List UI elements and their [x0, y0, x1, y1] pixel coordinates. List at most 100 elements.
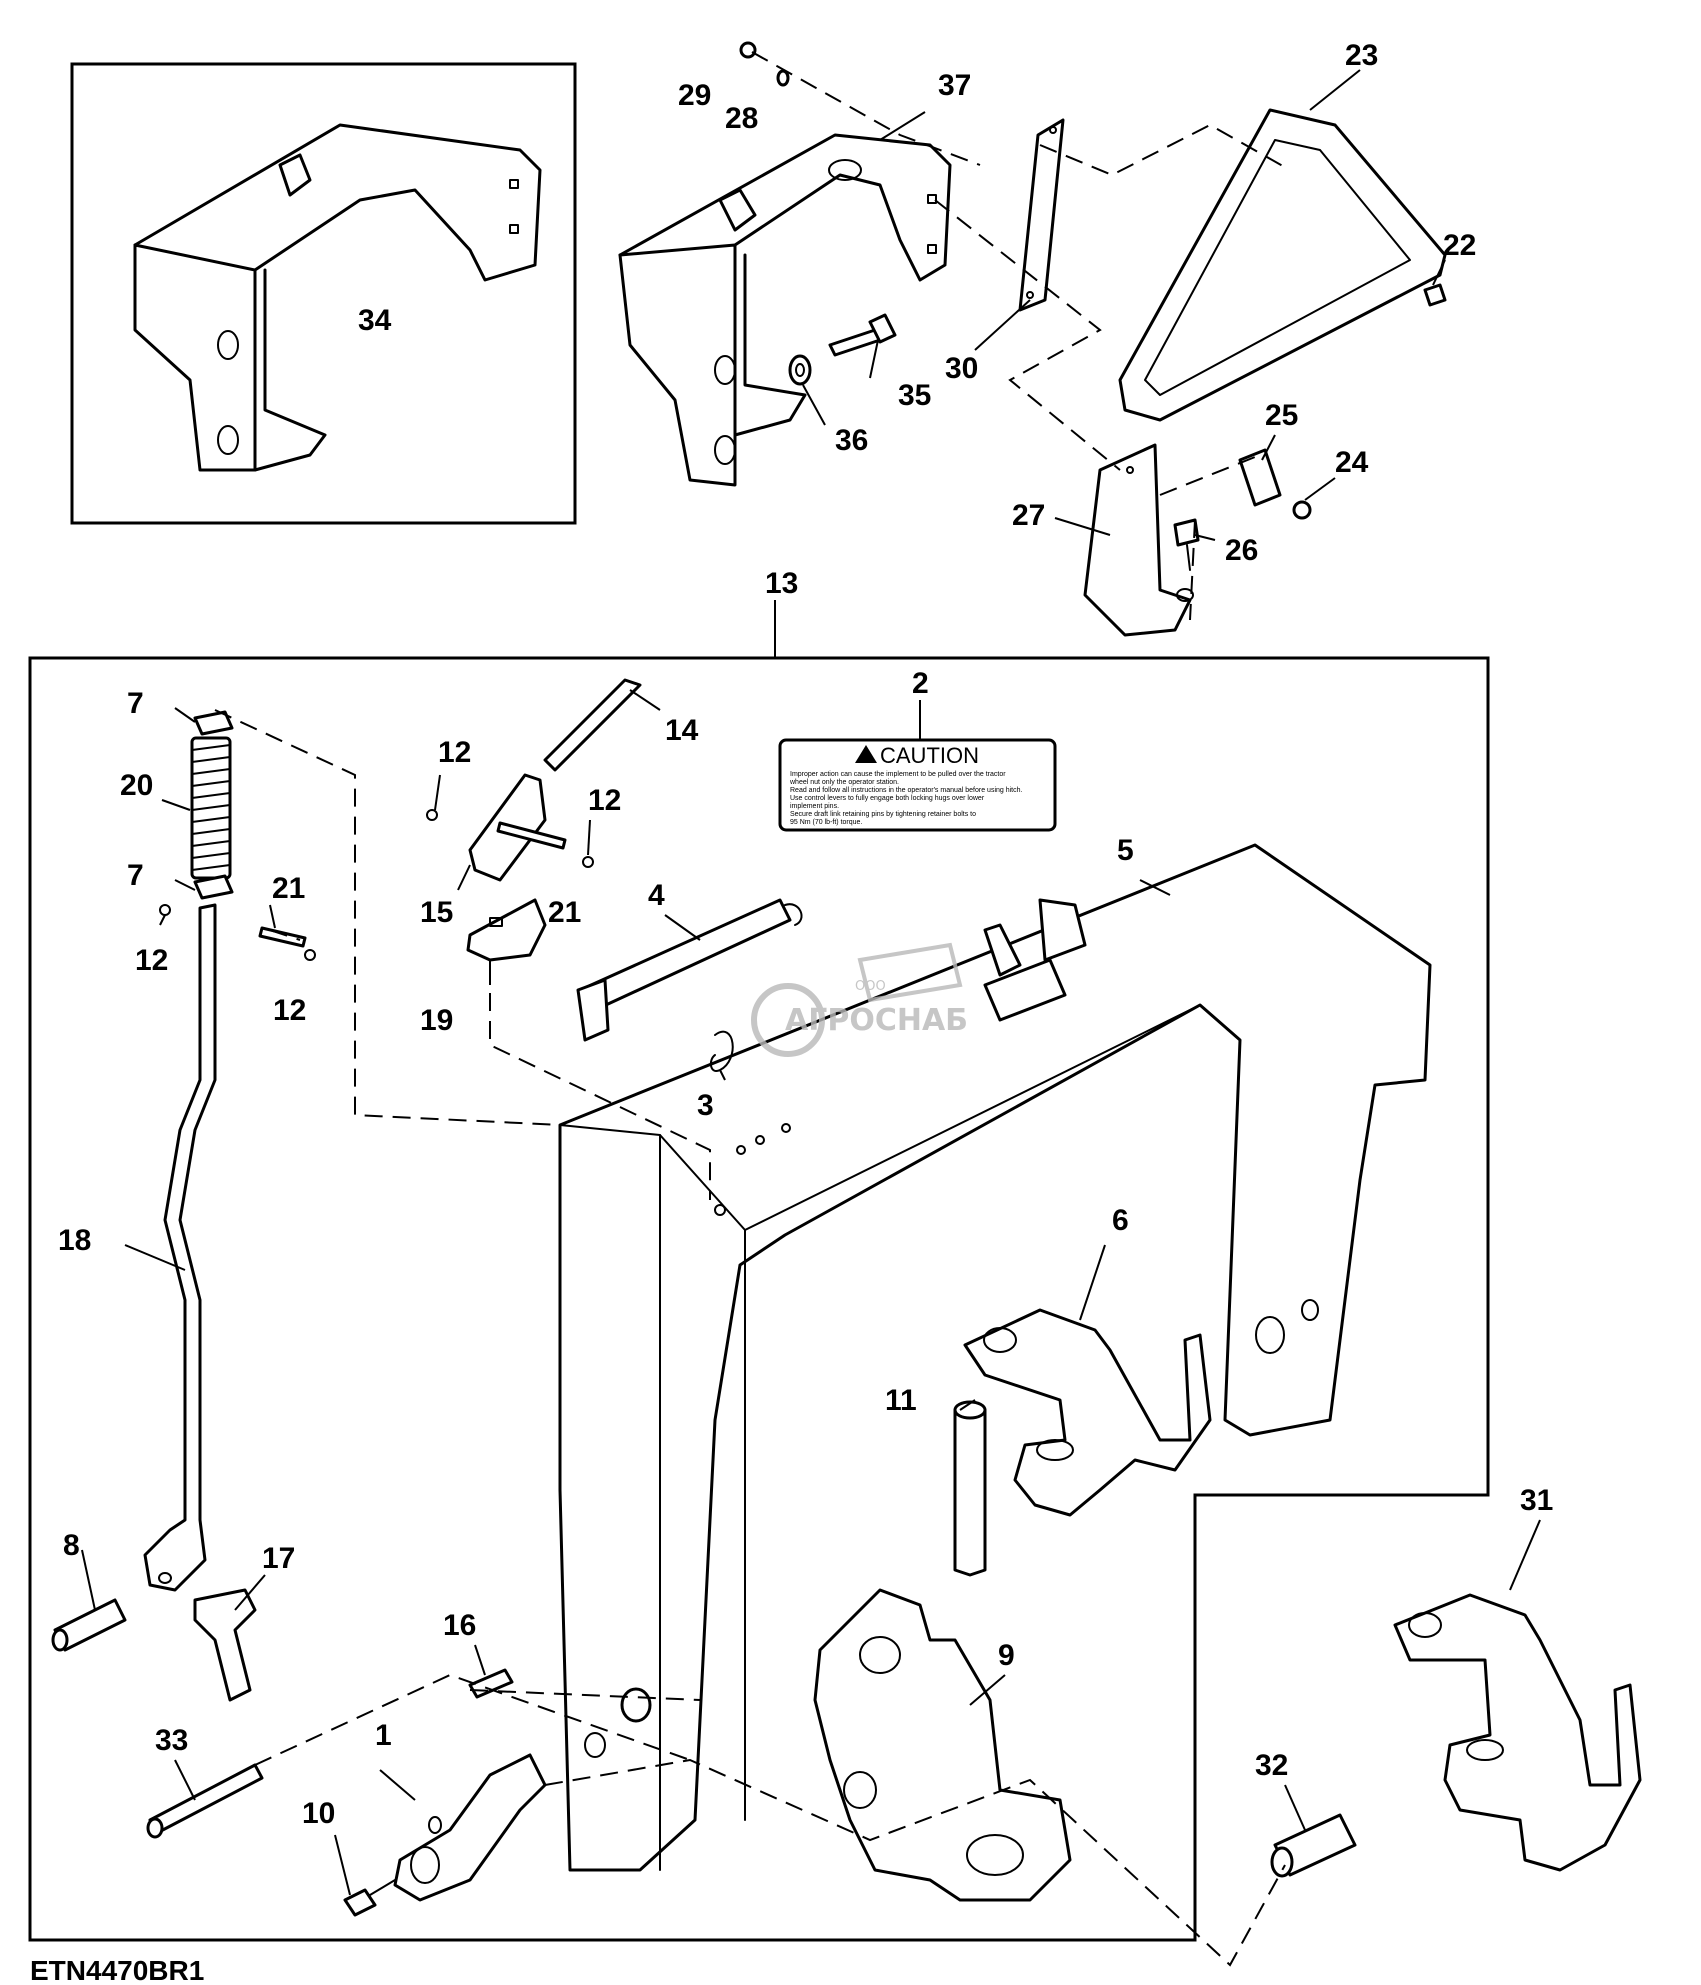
callout-7: 7 [127, 687, 144, 720]
callouts: 1 2 3 4 5 6 7 7 8 9 10 11 12 12 12 12 13… [58, 39, 1553, 1830]
hook-31 [1393, 1593, 1642, 1872]
watermark: ООО АГРОСНАБ [751, 942, 968, 1057]
callout-31: 31 [1520, 1484, 1553, 1517]
caution-line: Read and follow all instructions in the … [790, 787, 1023, 794]
pin-21a [496, 821, 567, 850]
arm-1 [393, 1753, 547, 1902]
strap-30 [1018, 118, 1065, 312]
callout-4: 4 [648, 879, 665, 912]
callout-28: 28 [725, 102, 758, 135]
callout-37: 37 [938, 69, 971, 102]
caution-line: 95 Nm (70 lb-ft) torque. [790, 819, 862, 826]
pin-16 [468, 1668, 514, 1699]
callout-36: 36 [835, 424, 868, 457]
callout-33: 33 [155, 1724, 188, 1757]
washer-36 [788, 354, 812, 386]
figure-code: ETN4470BR1 [30, 1955, 204, 1985]
pin-3 [709, 1030, 734, 1072]
plate-19 [466, 898, 547, 962]
callout-1: 1 [375, 1719, 392, 1752]
callout-21: 21 [272, 872, 305, 905]
callout-26: 26 [1225, 534, 1258, 567]
bolt-10 [343, 1879, 396, 1917]
callout-24: 24 [1335, 446, 1369, 479]
callout-25: 25 [1265, 399, 1298, 432]
pin-8 [51, 1598, 127, 1652]
screw-24 [1292, 500, 1312, 520]
pin-21b [258, 926, 307, 948]
warning-triangle-icon [855, 745, 877, 763]
latch-17 [193, 1588, 257, 1702]
callout-8: 8 [63, 1529, 80, 1562]
callout-11: 11 [885, 1384, 917, 1417]
callout-35: 35 [898, 379, 931, 412]
caution-title: CAUTION [880, 743, 979, 768]
callout-23: 23 [1345, 39, 1378, 72]
callout-18: 18 [58, 1224, 91, 1257]
caution-line: Secure draft link retaining pins by tigh… [790, 811, 976, 818]
callout-22: 22 [1443, 229, 1476, 262]
callout-5: 5 [1117, 834, 1134, 867]
inset-frame [70, 62, 577, 525]
bracket-37 [618, 133, 952, 487]
spring-20 [190, 736, 232, 880]
callout-12: 12 [438, 736, 471, 769]
callout-15: 15 [420, 896, 453, 929]
bracket-34 [133, 123, 542, 472]
callout-12: 12 [273, 994, 306, 1027]
watermark-prefix: ООО [855, 979, 886, 994]
callout-3: 3 [697, 1089, 714, 1122]
callout-21: 21 [548, 896, 581, 929]
caution-line: Use control levers to fully engage both … [790, 795, 985, 802]
clip-12c [159, 904, 171, 916]
callout-20: 20 [120, 769, 153, 802]
caution-line: wheel nut only the operator station. [789, 779, 899, 786]
callout-14: 14 [665, 714, 699, 747]
callout-17: 17 [262, 1542, 295, 1575]
bolt-26 [1173, 518, 1200, 571]
washer-28 [776, 69, 790, 87]
lever-18 [143, 903, 217, 1592]
callout-10: 10 [302, 1797, 335, 1830]
callout-16: 16 [443, 1609, 476, 1642]
callout-2: 2 [912, 667, 929, 700]
pin-11 [953, 1400, 987, 1577]
hook-6 [963, 1308, 1212, 1517]
leader-lines [81, 69, 1541, 1896]
gear-icon [751, 983, 825, 1057]
smv-emblem-23 [1118, 108, 1447, 422]
callout-7: 7 [127, 859, 144, 892]
rod-14 [543, 678, 642, 772]
nut-29 [739, 41, 757, 59]
callout-19: 19 [420, 1004, 453, 1037]
clip-12a [426, 809, 438, 821]
latch-9 [813, 1588, 1072, 1902]
clip-25 [1238, 448, 1282, 507]
caution-line: Improper action can cause the implement … [790, 771, 1006, 778]
screw-22 [1423, 283, 1447, 307]
pin-33 [146, 1763, 264, 1839]
alignment-lines [214, 51, 1291, 1967]
group-frame-13 [28, 656, 1490, 1942]
bolt-35 [828, 313, 897, 357]
callout-12: 12 [135, 944, 168, 977]
clip-12d [304, 949, 316, 961]
callout-12: 12 [588, 784, 621, 817]
caution-label: CAUTION Improper action can cause the im… [778, 738, 1057, 832]
callout-32: 32 [1255, 1749, 1288, 1782]
caution-line: implement pins. [790, 803, 839, 810]
watermark-brand: АГРОСНАБ [785, 1003, 968, 1038]
bracket-27 [1083, 443, 1194, 637]
callout-29: 29 [678, 79, 711, 112]
callout-27: 27 [1012, 499, 1045, 532]
washer-7b [193, 874, 234, 900]
callout-6: 6 [1112, 1204, 1129, 1237]
tractor-icon [857, 942, 963, 1003]
callout-34: 34 [358, 304, 392, 337]
clip-12b [582, 856, 594, 868]
quick-coupler-5 [558, 843, 1432, 1872]
washer-7a [193, 710, 234, 736]
handle-4 [576, 898, 803, 1042]
callout-9: 9 [998, 1639, 1015, 1672]
